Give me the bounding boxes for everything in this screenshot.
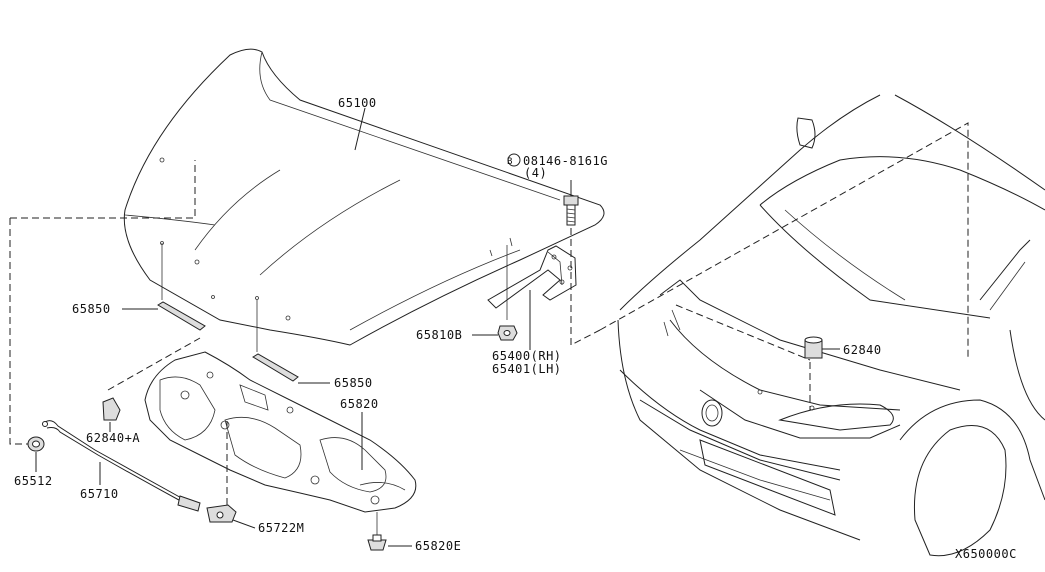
label-hood-bumper: 62840: [843, 343, 882, 357]
hood-seal-right: [252, 296, 299, 382]
label-hinge-nut: 65810B: [416, 328, 462, 342]
hinge-bolt: [563, 195, 579, 226]
label-hinge-bolt-qty: (4): [524, 166, 547, 180]
label-hood-bumper-a: 62840+A: [86, 431, 140, 445]
label-hood-seal-right: 65850: [334, 376, 373, 390]
hood-bumper-a: [102, 397, 121, 421]
label-bolt-marker: B: [507, 157, 513, 167]
vehicle-front: [617, 94, 1045, 557]
label-hinge-rh: 65400(RH): [492, 349, 562, 363]
label-hood-insulator: 65820: [340, 397, 379, 411]
hood-lock-cable: [42, 420, 201, 512]
hood-rod-holder: [27, 436, 45, 452]
lock-cable-clip: [206, 504, 237, 523]
label-hinge-lh: 65401(LH): [492, 362, 562, 376]
hood-seal-left: [157, 241, 206, 331]
label-insulator-clip: 65820E: [415, 539, 461, 553]
label-hinge-bolt: 08146-8161G: [523, 154, 608, 168]
label-lock-cable-clip: 65722M: [258, 521, 304, 535]
hood-panel: [123, 48, 605, 346]
bolt-marker-circle: [507, 153, 521, 167]
hood-bumper: [804, 336, 823, 359]
label-hood-seal-left: 65850: [72, 302, 111, 316]
label-hood-lock-cable: 65710: [80, 487, 119, 501]
label-hood-rod-holder: 65512: [14, 474, 53, 488]
hood-hinge: [487, 245, 577, 309]
label-hood: 65100: [338, 96, 377, 110]
drawing-code: X650000C: [955, 547, 1017, 561]
hood-insulator: [144, 351, 417, 513]
hinge-nut: [497, 325, 518, 341]
insulator-clip: [367, 512, 387, 551]
